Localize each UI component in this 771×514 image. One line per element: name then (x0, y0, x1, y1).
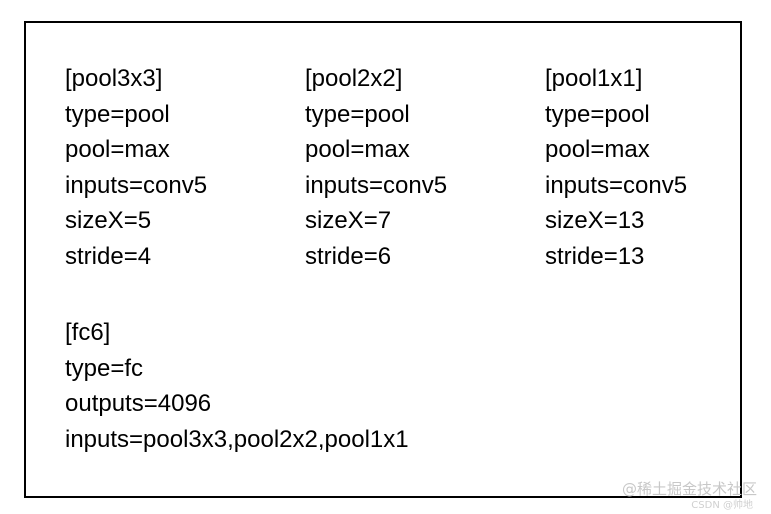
config-frame: [pool3x3] type=pool pool=max inputs=conv… (24, 21, 742, 498)
config-line: pool=max (545, 136, 650, 163)
watermark-text: @稀土掘金技术社区 (621, 480, 757, 498)
config-line: inputs=conv5 (545, 171, 688, 199)
config-line: inputs=pool3x3,pool2x2,pool1x1 (65, 425, 409, 453)
section-header: [pool2x2] (305, 65, 403, 92)
config-line: type=pool (545, 100, 650, 128)
section-pool1x1: [pool1x1] type=pool pool=max inputs=conv… (545, 61, 687, 274)
config-line: inputs=conv5 (305, 171, 448, 199)
config-line: pool=max (65, 136, 170, 163)
section-fc6: [fc6] type=fc outputs=4096 inputs=pool3x… (65, 315, 409, 457)
config-line: type=pool (305, 100, 410, 128)
watermark-subtext: CSDN @帅地 (691, 500, 753, 511)
section-pool3x3: [pool3x3] type=pool pool=max inputs=conv… (65, 61, 207, 274)
config-line: type=fc (65, 354, 144, 382)
config-line: pool=max (305, 136, 410, 163)
section-header: [pool1x1] (545, 65, 643, 92)
config-line: type=pool (65, 100, 170, 128)
config-line: stride=6 (305, 242, 392, 270)
config-line: sizeX=13 (545, 207, 645, 234)
config-line: inputs=conv5 (65, 171, 208, 199)
config-line: sizeX=5 (65, 207, 152, 234)
section-pool2x2: [pool2x2] type=pool pool=max inputs=conv… (305, 61, 447, 274)
section-header: [pool3x3] (65, 65, 163, 92)
config-line: sizeX=7 (305, 207, 392, 234)
config-line: stride=13 (545, 242, 645, 270)
config-line: stride=4 (65, 242, 152, 270)
section-header: [fc6] (65, 319, 111, 346)
config-line: outputs=4096 (65, 390, 212, 417)
